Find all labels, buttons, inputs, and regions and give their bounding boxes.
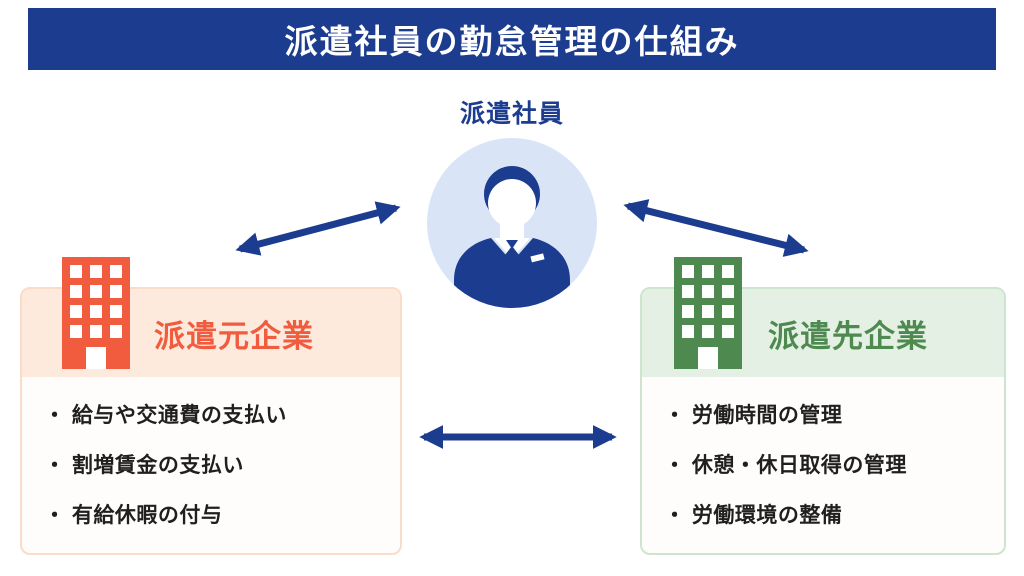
dispatch-destination-card: 派遣先企業 ・ 労働時間の管理 ・ 休憩・休日取得の管理 ・ 労働環境の整備 (640, 257, 1006, 555)
dispatch-source-list: ・ 給与や交通費の支払い ・ 割増賃金の支払い ・ 有給休暇の付与 (22, 377, 400, 529)
office-building-icon (674, 257, 742, 369)
office-building-icon (62, 257, 130, 369)
page-title: 派遣社員の勤怠管理の仕組み (284, 23, 740, 60)
list-item: ・ 労働時間の管理 (664, 404, 843, 427)
list-item: ・ 有給休暇の付与 (44, 504, 223, 527)
dispatch-source-card-header: 派遣元企業 (22, 257, 400, 377)
header-bar: 派遣社員の勤怠管理の仕組み (28, 8, 996, 70)
dispatch-source-card: 派遣元企業 ・ 給与や交通費の支払い ・ 割増賃金の支払い ・ 有給休暇の付与 (20, 257, 402, 555)
dispatch-source-title: 派遣元企業 (154, 318, 314, 354)
worker-label: 派遣社員 (459, 100, 564, 128)
business-person-icon (427, 138, 597, 308)
list-item: ・ 労働環境の整備 (664, 504, 843, 527)
dispatch-destination-list: ・ 労働時間の管理 ・ 休憩・休日取得の管理 ・ 労働環境の整備 (642, 377, 1004, 529)
arrow-worker-destination (623, 199, 809, 257)
list-item: ・ 給与や交通費の支払い (44, 404, 287, 427)
arrow-worker-source (235, 201, 401, 256)
list-item: ・ 割増賃金の支払い (44, 454, 244, 477)
list-item: ・ 休憩・休日取得の管理 (664, 454, 907, 477)
dispatch-destination-title: 派遣先企業 (768, 318, 928, 354)
dispatch-destination-card-header: 派遣先企業 (642, 257, 1004, 377)
